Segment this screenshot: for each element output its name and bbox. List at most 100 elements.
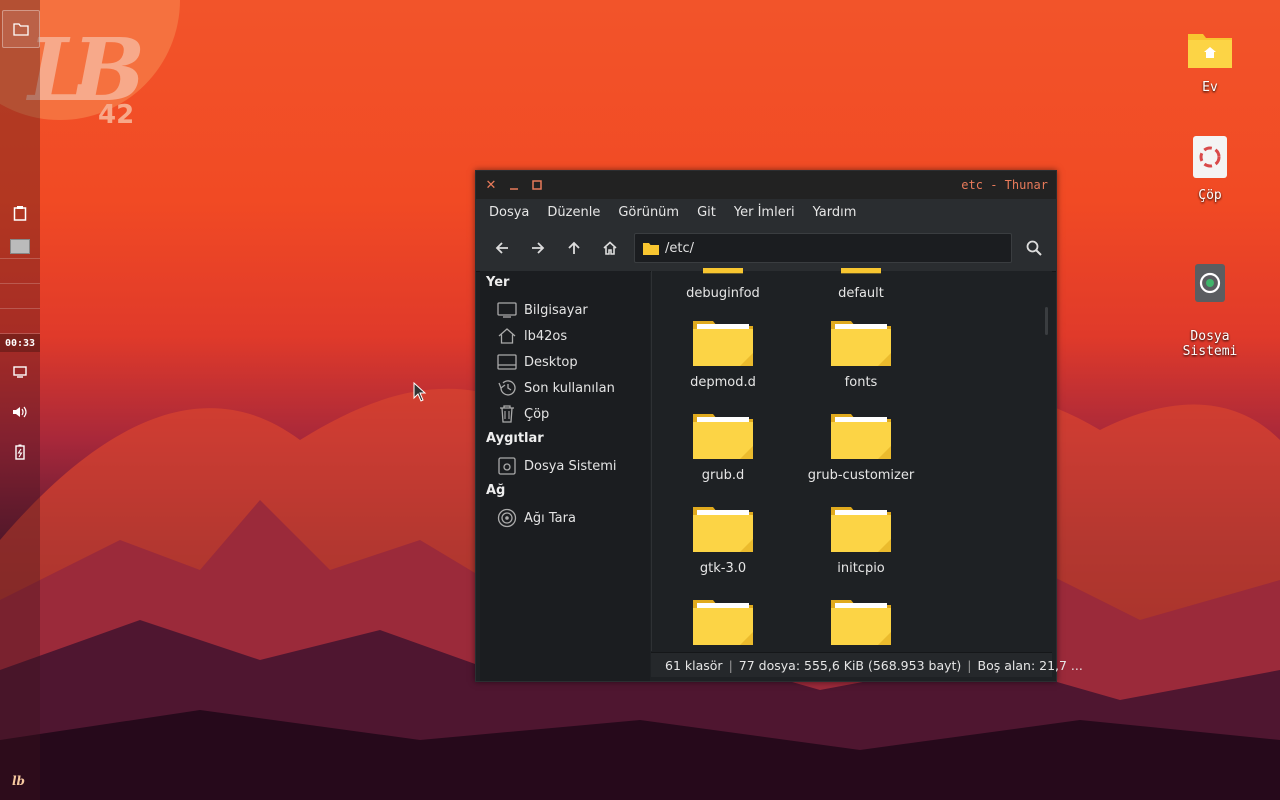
file-manager-launcher[interactable]: [2, 10, 40, 48]
folder-icon: [693, 507, 753, 552]
desktop-icon-trash[interactable]: Çöp: [1165, 134, 1255, 203]
status-folders: 61 klasör: [665, 657, 723, 673]
maximize-icon: [532, 180, 542, 190]
search-icon: [1026, 240, 1042, 256]
logo-main: LB: [28, 20, 145, 121]
sidebar: Yer Bilgisayar lb42os Desktop Son kullan…: [480, 271, 650, 681]
sidebar-header-network: Ağ: [486, 483, 506, 498]
workspace-4[interactable]: [0, 309, 40, 334]
sidebar-item-label: lb42os: [524, 328, 568, 344]
trash-icon: [500, 405, 514, 423]
folder-item[interactable]: depmod.d: [654, 319, 792, 390]
sidebar-item-label: Ağı Tara: [524, 510, 576, 526]
battery-icon: [15, 444, 25, 460]
search-button[interactable]: [1024, 238, 1044, 258]
thunar-window: ✕ etc - Thunar Dosya Düzenle Görünüm Git…: [475, 170, 1083, 682]
folder-icon: [693, 321, 753, 366]
minimize-icon: [510, 188, 518, 190]
scrollbar-thumb[interactable]: [1045, 307, 1048, 335]
folder-label: grub.d: [701, 468, 745, 483]
forward-button[interactable]: [520, 230, 556, 266]
monitor-icon: [13, 366, 27, 378]
statusbar: 61 klasör | 77 dosya: 555,6 KiB (568.953…: [651, 652, 1083, 677]
sidebar-item-filesystem[interactable]: Dosya Sistemi: [480, 453, 650, 479]
folder-item[interactable]: grub.d: [654, 412, 792, 483]
location-bar[interactable]: /etc/: [634, 233, 1012, 263]
desktop-icon-label: Dosya Sistemi: [1182, 329, 1238, 359]
volume-button[interactable]: [0, 402, 40, 422]
toolbar: /etc/: [476, 225, 1056, 272]
home-icon: [603, 241, 617, 255]
sidebar-item-desktop[interactable]: Desktop: [480, 349, 650, 375]
workspace-preview: [10, 238, 30, 254]
folder-item[interactable]: [792, 598, 930, 654]
file-view[interactable]: debuginfod default depmod.d fonts: [651, 268, 1052, 654]
sidebar-header-devices: Aygıtlar: [486, 431, 544, 446]
folder-label: fonts: [844, 375, 878, 390]
sidebar-item-label: Dosya Sistemi: [524, 458, 617, 474]
folder-item[interactable]: debuginfod: [654, 265, 792, 301]
arrow-up-icon: [568, 241, 580, 254]
workspace-1[interactable]: [0, 234, 40, 259]
home-folder-icon: [1188, 34, 1232, 68]
svg-text:lb: lb: [12, 774, 25, 788]
display-button[interactable]: [0, 362, 40, 382]
home-icon: [498, 328, 516, 344]
history-icon: [498, 380, 516, 396]
desktop-icon: [497, 354, 517, 370]
folder-label: default: [838, 286, 884, 301]
menu-go[interactable]: Git: [697, 204, 716, 220]
folder-item[interactable]: fonts: [792, 319, 930, 390]
home-button[interactable]: [592, 230, 628, 266]
workspace-3[interactable]: [0, 284, 40, 309]
battery-button[interactable]: [0, 442, 40, 462]
drive-icon: [1195, 264, 1225, 302]
folder-item[interactable]: [654, 598, 792, 654]
status-files: 77 dosya: 555,6 KiB (568.953 bayt): [738, 657, 962, 673]
sidebar-item-computer[interactable]: Bilgisayar: [480, 297, 650, 323]
status-separator: |: [728, 657, 733, 673]
logo-sub: 42: [98, 100, 135, 130]
menu-button[interactable]: lb: [0, 770, 40, 790]
clock[interactable]: 00:33: [0, 334, 40, 352]
computer-icon: [497, 302, 517, 318]
window-title: etc - Thunar: [961, 178, 1048, 192]
menu-view[interactable]: Görünüm: [618, 204, 680, 220]
network-icon: [497, 508, 517, 528]
sidebar-header-places: Yer: [486, 275, 510, 290]
up-button[interactable]: [556, 230, 592, 266]
desktop-icon-home[interactable]: Ev: [1165, 26, 1255, 95]
menu-bookmarks[interactable]: Yer İmleri: [733, 204, 795, 220]
desktop-icon-filesystem[interactable]: Dosya Sistemi: [1165, 245, 1255, 374]
sidebar-item-home[interactable]: lb42os: [480, 323, 650, 349]
side-panel: 00:33 lb: [0, 0, 40, 800]
menu-file[interactable]: Dosya: [489, 204, 530, 220]
folder-item[interactable]: grub-customizer: [792, 412, 930, 483]
sidebar-item-label: Desktop: [524, 354, 578, 370]
folder-icon: [831, 600, 891, 645]
folder-label: initcpio: [837, 561, 885, 576]
menu-help[interactable]: Yardım: [812, 204, 857, 220]
sidebar-item-browse-network[interactable]: Ağı Tara: [480, 505, 650, 531]
folder-icon: [643, 242, 659, 255]
folder-item[interactable]: gtk-3.0: [654, 505, 792, 576]
minimize-button[interactable]: [507, 178, 521, 192]
window-titlebar[interactable]: ✕ etc - Thunar: [476, 171, 1056, 199]
sidebar-item-recent[interactable]: Son kullanılan: [480, 375, 650, 401]
sidebar-item-trash[interactable]: Çöp: [480, 401, 650, 427]
folder-item[interactable]: default: [792, 265, 930, 301]
folder-item[interactable]: initcpio: [792, 505, 930, 576]
back-button[interactable]: [484, 230, 520, 266]
workspace-2[interactable]: [0, 259, 40, 284]
folder-icon: [703, 268, 743, 274]
lb-logo-icon: lb: [12, 774, 25, 788]
folder-label: debuginfod: [686, 286, 760, 301]
location-path: /etc/: [665, 240, 695, 256]
clipboard-button[interactable]: [0, 202, 40, 224]
menu-edit[interactable]: Düzenle: [547, 204, 601, 220]
folder-icon: [693, 600, 753, 645]
menubar: Dosya Düzenle Görünüm Git Yer İmleri Yar…: [476, 199, 1056, 225]
clipboard-icon: [13, 206, 27, 221]
maximize-button[interactable]: [530, 178, 544, 192]
close-button[interactable]: ✕: [484, 178, 498, 193]
